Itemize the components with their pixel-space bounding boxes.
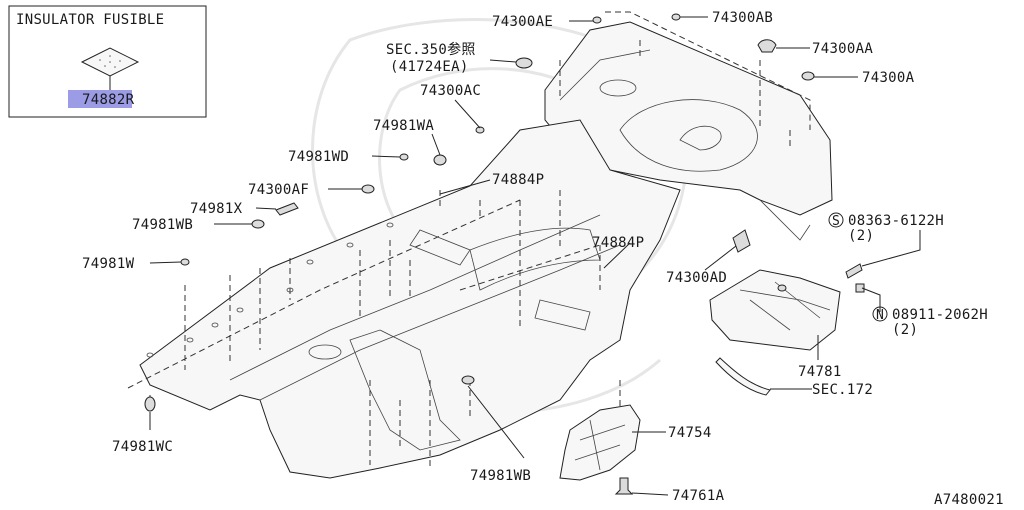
clip-74300ab[interactable] [671, 13, 681, 21]
bolt-74761a[interactable] [614, 477, 634, 495]
part-highlight [68, 90, 132, 108]
label-74981wc[interactable]: 74981WC [112, 439, 173, 455]
floor-rib-2 [259, 244, 621, 401]
label-74300ae[interactable]: 74300AE [492, 14, 553, 30]
label-08911-qty: (2) [892, 322, 918, 338]
clip-41724ea[interactable] [515, 57, 533, 69]
rear-floor-hole [599, 79, 637, 97]
clip-74981wd[interactable] [399, 153, 409, 161]
clip-74981w[interactable] [180, 258, 190, 266]
label-sec350[interactable]: SEC.350参照 [386, 41, 476, 58]
clip-74981wb-left[interactable] [251, 219, 265, 229]
label-41724ea[interactable]: (41724EA) [390, 59, 469, 75]
sec172-bracket[interactable] [715, 357, 771, 396]
insulator-texture [99, 55, 121, 68]
label-74981wb-bottom[interactable]: 74981WB [470, 468, 531, 484]
rear-floor-dashes [559, 11, 811, 150]
label-74754[interactable]: 74754 [668, 425, 712, 441]
clip-74981wa[interactable] [433, 154, 447, 166]
s-symbol-circle [828, 212, 844, 228]
clip-74981wb-bottom[interactable] [461, 375, 475, 385]
inset-part-number[interactable]: 74882R [82, 92, 135, 108]
insulator-pad-2 [534, 299, 591, 331]
label-08363-qty: (2) [848, 228, 874, 244]
floor-rib-1 [229, 214, 601, 381]
label-74981w[interactable]: 74981W [82, 256, 135, 272]
center-tunnel [349, 329, 461, 451]
label-74981x[interactable]: 74981X [190, 201, 243, 217]
n-symbol-circle [872, 306, 888, 322]
clip-74300a[interactable] [801, 71, 815, 81]
label-74300aa[interactable]: 74300AA [812, 41, 873, 57]
label-74761a[interactable]: 74761A [672, 488, 725, 504]
insulator-pad-1 [409, 229, 471, 266]
clip-74300ac[interactable] [475, 126, 485, 134]
inset-frame [8, 5, 207, 118]
label-74981wd[interactable]: 74981WD [288, 149, 349, 165]
labels: 74300AE 74300AB 74300AA 74300A SEC.350参照… [82, 10, 1004, 508]
label-08363[interactable]: 08363-6122H [848, 213, 944, 229]
n-symbol: N [876, 308, 884, 323]
well-center-boss [679, 125, 722, 151]
label-74300af[interactable]: 74300AF [248, 182, 309, 198]
main-floor-panel [139, 119, 681, 479]
bolt-08363[interactable] [845, 263, 863, 279]
s-symbol: S [832, 214, 840, 229]
label-74781[interactable]: 74781 [798, 364, 842, 380]
label-74300a[interactable]: 74300A [862, 70, 915, 86]
label-74981wb-left[interactable]: 74981WB [132, 217, 193, 233]
clip-74300ae[interactable] [592, 16, 602, 24]
clip-74981x[interactable] [275, 202, 299, 216]
clip-74981wc[interactable] [144, 396, 156, 412]
inset-title: INSULATOR FUSIBLE [16, 12, 164, 28]
label-74884p-upper[interactable]: 74884P [492, 172, 544, 188]
clip-74300ad[interactable] [732, 229, 751, 253]
spare-tire-well [619, 99, 758, 172]
label-74300ad[interactable]: 74300AD [666, 270, 727, 286]
inset-box: INSULATOR FUSIBLE 74882R [8, 5, 207, 118]
label-74884p-lower[interactable]: 74884P [592, 235, 644, 251]
label-74300ac[interactable]: 74300AC [420, 83, 481, 99]
label-sec172[interactable]: SEC.172 [812, 382, 873, 398]
label-74300ab[interactable]: 74300AB [712, 10, 773, 26]
leader-lines [149, 16, 921, 496]
clip-74300af[interactable] [361, 184, 375, 194]
heat-insulator-74781[interactable] [709, 269, 841, 351]
clip-74300aa[interactable] [757, 39, 777, 53]
floor-plug-hole [308, 344, 342, 360]
clips [144, 13, 815, 412]
drawing-id: A7480021 [934, 492, 1004, 508]
nut-08911[interactable] [855, 283, 865, 293]
heat-insulator-74754[interactable] [559, 404, 641, 481]
label-08911[interactable]: 08911-2062H [892, 307, 988, 323]
label-74981wa[interactable]: 74981WA [373, 118, 434, 134]
